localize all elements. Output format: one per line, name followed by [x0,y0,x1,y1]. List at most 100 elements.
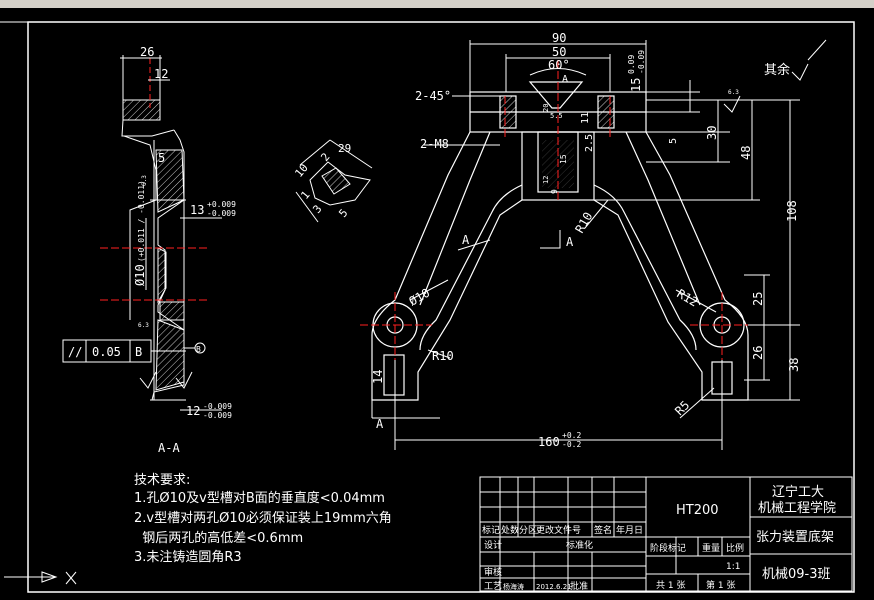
dim-thick-bottom: 12 [186,404,200,418]
tech-heading: 技术要求: [134,473,190,488]
sec-a-mid: A [566,235,574,249]
dim-slot: 5 [158,151,165,165]
dim-thick-mid-tol-upper: +0.009 [207,200,236,209]
detail-dim-2: 2 [318,150,332,163]
dim-thick-mid-tol-lower: -0.009 [207,209,236,218]
sheet-total: 共 1 张 [656,580,685,591]
detail-dim-1: 1 [298,188,312,201]
tech-item-2b: 钢后两孔的高低差<0.6mm [134,530,303,546]
title-block [479,476,853,592]
roughness-main: 6.3 [728,89,739,96]
dim-160-tol-upper: +0.2 [562,431,581,440]
dim-angle: 60° [548,58,570,72]
drawing-frame [0,21,855,593]
dim-20-small: 20 [542,104,550,112]
school-line-2: 机械工程学院 [758,500,836,516]
sec-a-bottom: A [376,417,384,431]
dim-15-tol-upper: 0.09 [627,55,636,74]
dim-15: 15 [629,78,643,92]
section-view-a-a [62,55,222,411]
tol-frame-symbol: // [68,345,82,359]
other-finish-label: 其余 [764,62,790,78]
dim-r5: R5 [672,398,692,418]
section-label: A-A [158,441,180,455]
header-change-doc: 更改文件号 [536,524,581,536]
standardize-label: 标准化 [566,539,593,551]
stage-mark-label: 阶段标记 [650,542,686,554]
dim-25: 25 [751,292,765,306]
tol-frame-value: 0.05 [92,345,121,359]
dim-thread: 2-M8 [420,137,449,151]
dim-thick-bottom-tol-lower: -0.009 [203,411,232,420]
dim-160-tol-lower: -0.2 [562,440,581,449]
dim-thick-mid: 13 [190,203,204,217]
detail-dim-29: 29 [338,142,351,155]
dim-hole-tol: (+0.011 / -0.011) [137,180,146,262]
process-label: 工艺 [484,581,502,592]
roughness-section-small: 6.3 [138,322,149,329]
sheet-number: 第 1 张 [706,579,735,591]
header-sign: 签名 [594,524,612,536]
dim-26: 26 [751,346,765,360]
dim-r12: R12 [675,286,701,309]
header-zone: 分区 [519,525,537,536]
dim-2-5: 2.5 [584,134,595,152]
dim-r10-left: R10 [432,349,454,363]
view-arrow-bottom-left [4,571,77,585]
window-top-strip [0,0,874,8]
tech-item-2: 2.v型槽对两孔Ø10必须保证装上19mm六角 [134,511,392,526]
dim-hole-dia: Ø10 [133,264,147,286]
sec-a-top: A [562,74,568,85]
design-label: 设计 [484,539,502,551]
material-label: HT200 [676,503,719,518]
class-name: 机械09-3班 [762,567,831,582]
dim-9: 9 [550,189,559,194]
header-date: 年月日 [616,524,643,536]
review-label: 审核 [484,566,502,578]
weight-label: 重量 [702,542,720,554]
designer-name: 杨海涛 [503,582,524,591]
dim-160: 160 [538,435,560,449]
detail-dim-10: 10 [292,161,310,180]
design-date: 2012.6.21 [536,583,572,591]
dim-5-5: 5.5 [550,112,563,120]
dim-thick-bottom-tol-upper: -0.009 [203,402,232,411]
detail-view [295,139,373,223]
dim-108: 108 [785,200,799,222]
datum-b-label: B [196,345,201,354]
dim-50: 50 [552,45,566,59]
dim-phi10: Ø10 [407,286,433,309]
section-view-text: 26 12 13 +0.009 -0.009 12 -0.009 -0.009 … [68,45,236,455]
tech-requirements: 技术要求: 1.孔Ø10及v型槽对B面的垂直度<0.04mm 2.v型槽对两孔Ø… [134,473,392,565]
dim-width-top: 26 [140,45,154,59]
title-block-text: HT200 辽宁工大 机械工程学院 张力装置底架 机械09-3班 标记 处数 分… [482,484,836,592]
main-view-centerlines [360,60,760,360]
tol-frame-datum: B [135,345,142,359]
dim-15-small: 15 [559,154,568,164]
dim-12-small: 12 [542,176,550,184]
scale-value: 1:1 [726,562,740,572]
dim-90: 90 [552,31,566,45]
dim-11: 11 [580,112,591,124]
header-count: 处数 [501,524,519,536]
dim-5: 5 [668,138,679,144]
dim-chamfer: 2-45° [415,89,451,103]
school-line-1: 辽宁工大 [772,484,824,500]
main-view-text: 90 50 60° A 15 0.09 -0.09 2-45° 2-M8 30 … [371,31,801,449]
dim-48: 48 [739,146,753,160]
main-view-dimensions [371,39,827,450]
roughness-section: 6.3 [141,175,148,186]
sec-a-left: A [462,233,470,247]
dim-15-tol-lower: -0.09 [637,50,646,74]
detail-dim-5: 5 [336,206,350,219]
part-name: 张力装置底架 [756,529,834,545]
tech-item-1: 1.孔Ø10及v型槽对B面的垂直度<0.04mm [134,490,385,506]
scale-label: 比例 [726,542,744,554]
dim-38: 38 [787,358,801,372]
dim-30: 30 [705,126,719,140]
header-mark: 标记 [482,524,500,536]
dim-14: 14 [371,370,385,384]
tech-item-3: 3.未注铸造圆角R3 [134,549,242,565]
approve-label: 批准 [570,580,588,592]
